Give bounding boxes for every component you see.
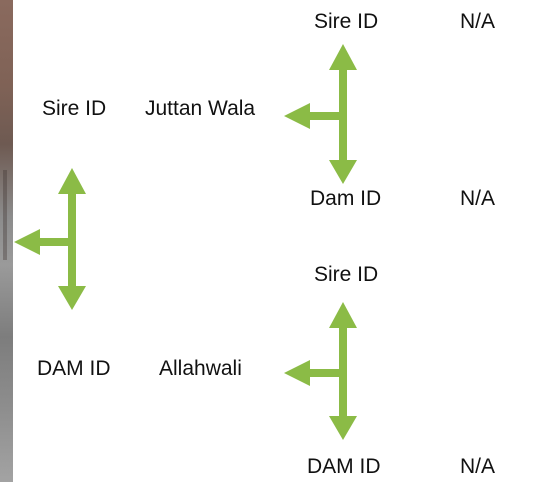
sire-branch-sire-value: N/A [460, 10, 496, 33]
root-down-arrowhead [58, 286, 86, 310]
root-up-arrowhead [58, 168, 86, 194]
sire-branch-connector [284, 44, 357, 184]
sire-branch-dam-label: Dam ID [310, 187, 382, 210]
sire-branch-sire-label: Sire ID [314, 10, 379, 33]
sire-branch-dam-value: N/A [460, 187, 496, 210]
sire-branch-down-arrowhead [329, 160, 357, 184]
dam-branch-dam-value: N/A [460, 455, 496, 478]
dam-branch-connector [284, 302, 357, 440]
root-sire-label: Sire ID [42, 97, 107, 120]
photo-background-strip [0, 0, 13, 482]
dam-branch-down-arrowhead [329, 416, 357, 440]
dam-branch-dam-label: DAM ID [307, 455, 381, 478]
dam-branch-sire-label: Sire ID [314, 263, 379, 286]
dam-branch-left-arrowhead [284, 360, 310, 386]
root-dam-name: Allahwali [159, 357, 242, 380]
dam-branch-up-arrowhead [329, 302, 357, 328]
root-sire-name: Juttan Wala [145, 97, 256, 120]
root-left-arrowhead [14, 229, 40, 255]
sire-branch-up-arrowhead [329, 44, 357, 70]
root-connector [14, 168, 86, 310]
root-dam-label: DAM ID [37, 357, 111, 380]
sire-branch-left-arrowhead [284, 103, 310, 129]
